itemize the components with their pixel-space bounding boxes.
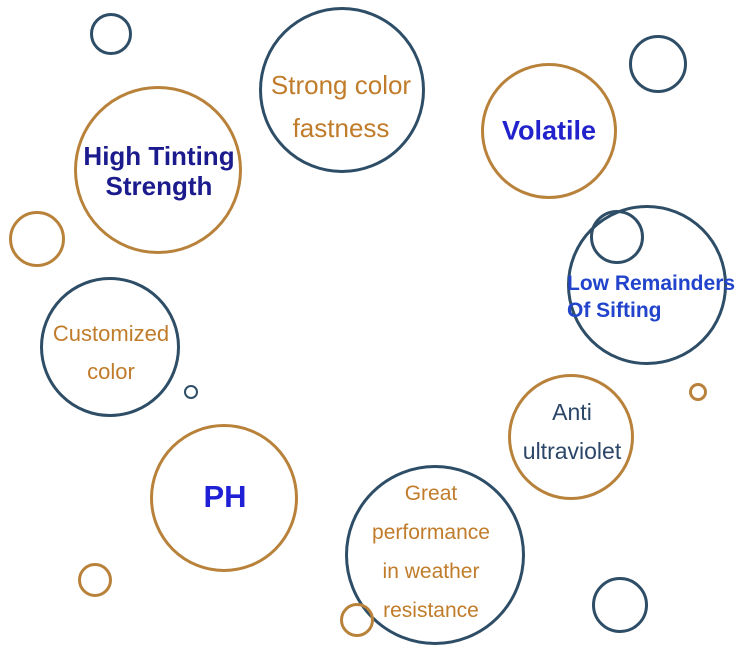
bubble-label-high-tinting-strength: High Tinting Strength — [83, 141, 234, 201]
bubble-ring-low-remainders-of-sifting — [567, 205, 727, 365]
bubble-text-line: Low Remainders — [567, 272, 736, 295]
bubble-label-anti-ultraviolet: Anti ultraviolet — [523, 393, 621, 471]
bubble-ring-great-performance-weather — [345, 465, 525, 645]
decor-circle-on-great-icon — [340, 603, 374, 637]
bubble-text-line: Of Sifting — [567, 299, 662, 322]
decor-circle-on-sifting-icon — [590, 210, 644, 264]
bubble-text-line: fastness — [292, 113, 390, 143]
decor-circle-top-right-icon — [629, 35, 687, 93]
decor-circle-right-icon — [689, 383, 707, 401]
bubble-ring-volatile — [481, 63, 617, 199]
decor-circle-left-icon — [9, 211, 65, 267]
bubble-label-ph: PH — [203, 479, 246, 515]
bubble-ring-anti-ultraviolet — [508, 374, 634, 500]
bubble-text-line: High Tinting — [83, 141, 235, 171]
bubble-text-line: PH — [203, 479, 247, 514]
bubble-ring-strong-color-fastness — [259, 7, 425, 173]
bubble-text-line: Volatile — [501, 115, 597, 146]
bubble-text-line: ultraviolet — [522, 438, 622, 464]
bubble-text-line: resistance — [383, 599, 479, 622]
decor-circle-bottom-left-icon — [78, 563, 112, 597]
bubble-text-line: Great — [404, 482, 458, 505]
decor-circle-bottom-right-icon — [592, 577, 648, 633]
bubble-text-line: in weather — [382, 560, 480, 583]
bubble-text-line: Strength — [105, 171, 213, 201]
bubble-ring-high-tinting-strength — [74, 86, 242, 254]
bubble-text-line: Strong color — [270, 70, 412, 100]
bubble-text-line: color — [87, 359, 135, 384]
bubble-label-volatile: Volatile — [502, 116, 596, 147]
bubble-text-line: Anti — [552, 399, 592, 425]
decor-circle-tiny-center-icon — [184, 385, 198, 399]
bubble-label-customized-color: Customized color — [53, 315, 169, 391]
bubble-text-line: performance — [372, 521, 490, 544]
bubble-ring-customized-color — [40, 277, 180, 417]
bubble-label-great-performance-weather: Great performance in weather resistance — [372, 474, 490, 630]
bubble-ring-ph — [150, 424, 298, 572]
bubble-label-low-remainders-of-sifting: Low Remainders Of Sifting — [567, 270, 735, 324]
bubble-text-line: Customized — [52, 321, 170, 346]
decor-circle-top-left-icon — [90, 13, 132, 55]
bubble-label-strong-color-fastness: Strong color fastness — [271, 64, 411, 150]
